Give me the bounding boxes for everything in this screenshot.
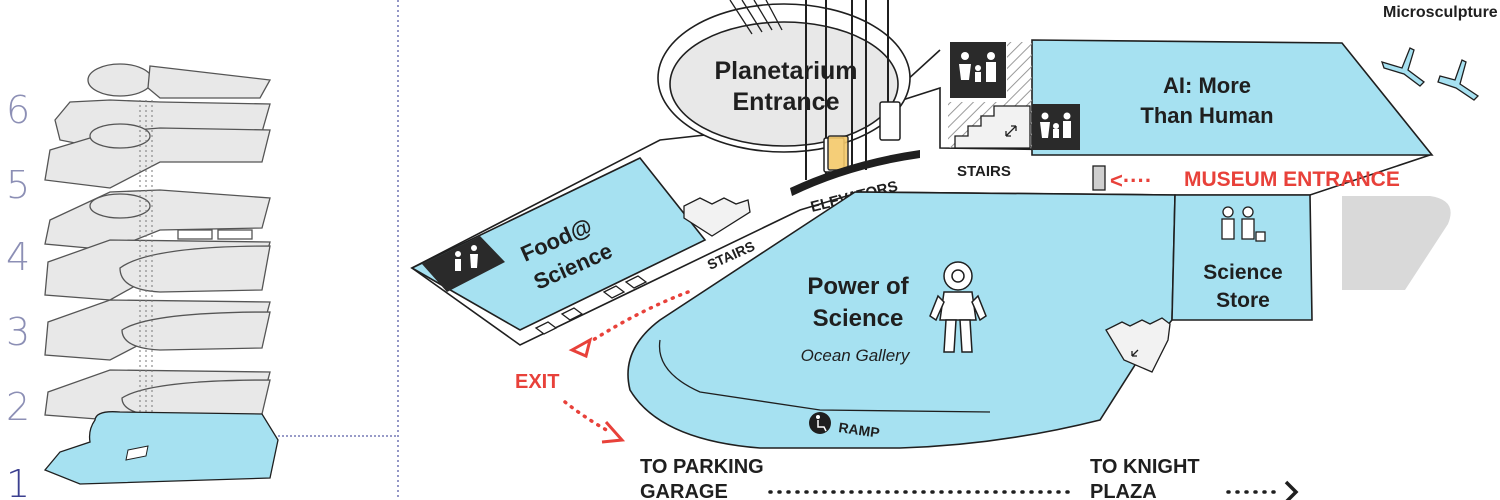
food-at-science-area[interactable]: [410, 157, 707, 331]
museum-entrance-label[interactable]: MUSEUM ENTRANCE: [1184, 168, 1400, 191]
diver-suit-icon: [929, 261, 987, 353]
stairs-icon-left[interactable]: [683, 197, 751, 237]
exit-path-dots: [588, 290, 690, 344]
entrance-door[interactable]: [1092, 165, 1106, 191]
ocean-gallery-label: Ocean Gallery: [801, 346, 911, 365]
elevators-bar: [790, 150, 920, 196]
planetarium-entrance[interactable]: [669, 21, 899, 147]
floor-number-6[interactable]: 6: [6, 88, 30, 132]
science-store-area[interactable]: [1171, 194, 1313, 321]
bench-icon: [534, 275, 648, 335]
science-store-label-line2: Store: [1216, 289, 1270, 312]
ocean-gallery-inner-outline: [658, 339, 991, 413]
exit-arrow-down: [601, 421, 626, 444]
exit-path-dots-2: [563, 400, 612, 434]
power-of-science-gallery[interactable]: [627, 191, 1176, 449]
science-store-label-line1: Science: [1203, 261, 1282, 284]
ramp-label: RAMP: [838, 419, 881, 441]
floor-5-shape[interactable]: [44, 123, 271, 189]
wheelchair-icon: [809, 412, 831, 434]
sculpture-icon: [1380, 47, 1480, 101]
floor-3-shape[interactable]: [44, 239, 271, 301]
microsculpture-label[interactable]: Microsculpture: [1383, 4, 1498, 21]
exit-arrow-up: [568, 337, 593, 359]
restroom-icon[interactable]: [422, 236, 505, 292]
to-knight-label-line1[interactable]: TO KNIGHT: [1090, 456, 1200, 478]
shopper-icon: [1221, 206, 1266, 242]
planetarium-label-line1: Planetarium: [714, 57, 857, 85]
floor-number-4[interactable]: 4: [6, 235, 30, 279]
power-science-label-line1: Power of: [807, 273, 909, 300]
floor-1-active-shape[interactable]: [43, 411, 279, 485]
shaft-lines: [139, 100, 153, 450]
planetarium-label-line2: Entrance: [733, 88, 840, 116]
ai-exhibit-label-line1: AI: More: [1163, 73, 1251, 98]
floor-stack: [44, 63, 272, 421]
floor-1-stairs-mark: [125, 445, 149, 461]
floor-number-2[interactable]: 2: [6, 385, 30, 429]
ai-exhibit-label-line2: Than Human: [1140, 103, 1273, 128]
floor-1-upper-shape[interactable]: [44, 369, 271, 421]
grey-building-block: [1342, 196, 1451, 290]
stairs-top-label: STAIRS: [957, 163, 1011, 180]
exit-label[interactable]: EXIT: [515, 371, 559, 393]
power-science-label-line2: Science: [813, 305, 904, 332]
to-knight-label-line2[interactable]: PLAZA: [1090, 481, 1157, 500]
to-parking-label-line1[interactable]: TO PARKING: [640, 456, 764, 478]
knight-arrow: [1284, 480, 1299, 500]
museum-entrance-arrow: <····: [1110, 168, 1152, 193]
floor-2-shape[interactable]: [44, 299, 271, 361]
floor-number-3[interactable]: 3: [6, 310, 30, 354]
stairs-icon[interactable]: [954, 105, 1031, 149]
stairs-icon-store[interactable]: [1105, 317, 1171, 373]
main-floor-plan: AI: More Than Human: [410, 0, 1498, 500]
floor-4-shape[interactable]: [44, 189, 271, 251]
restroom-family-icon[interactable]: [950, 42, 1006, 98]
restroom-family-icon-2[interactable]: [1032, 104, 1080, 150]
elevator-icon[interactable]: [823, 101, 901, 173]
floor-selector: 6 5 4 3 2 1: [6, 63, 398, 500]
to-parking-label-line2[interactable]: GARAGE: [640, 481, 728, 500]
planetarium-beams: [729, 0, 783, 35]
stairs-hatch: [1007, 42, 1032, 104]
floor-number-1[interactable]: 1: [6, 462, 30, 500]
floor-number-5[interactable]: 5: [6, 163, 30, 207]
